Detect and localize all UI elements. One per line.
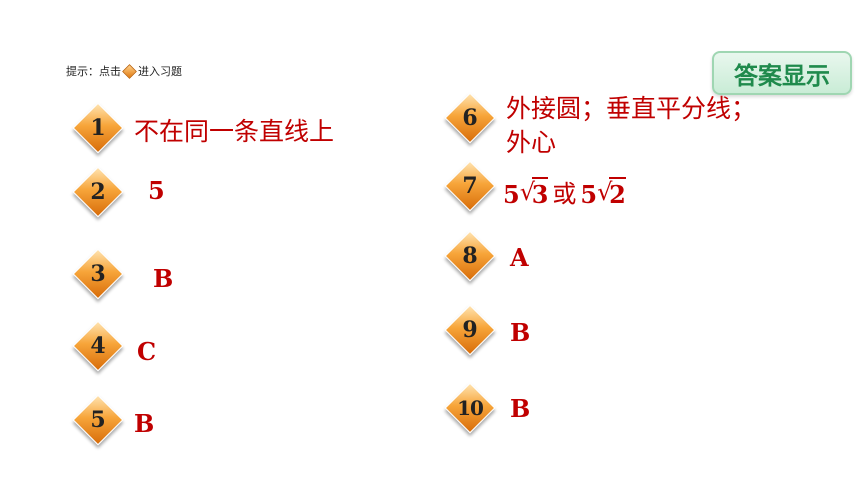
answer-8: A bbox=[510, 243, 529, 272]
question-number: 2 bbox=[90, 179, 106, 205]
question-number: 7 bbox=[462, 173, 478, 199]
question-number: 9 bbox=[462, 317, 478, 343]
answer-1: 不在同一条直线上 bbox=[134, 117, 335, 146]
question-1-button[interactable]: 1 bbox=[72, 102, 124, 154]
answer-7-radicand-2: 2 bbox=[609, 177, 626, 209]
answer-10: B bbox=[510, 394, 531, 423]
hint-suffix: 进入习题 bbox=[138, 65, 182, 78]
question-5-button[interactable]: 5 bbox=[72, 394, 124, 446]
question-number: 6 bbox=[462, 105, 478, 131]
sqrt-symbol: √3 bbox=[519, 177, 549, 209]
question-6-button[interactable]: 6 bbox=[444, 92, 496, 144]
question-number: 3 bbox=[90, 261, 106, 287]
diamond-icon bbox=[122, 63, 137, 79]
answer-3: B bbox=[153, 264, 174, 293]
question-number: 1 bbox=[90, 115, 106, 141]
answer-7-or: 或 bbox=[552, 180, 577, 208]
question-2-button[interactable]: 2 bbox=[72, 166, 124, 218]
answer-4: C bbox=[137, 337, 157, 366]
question-number: 8 bbox=[462, 243, 478, 269]
hint-label: 提示：点击 bbox=[66, 65, 121, 78]
question-3-button[interactable]: 3 bbox=[72, 248, 124, 300]
answer-7-coef-2: 5 bbox=[580, 180, 598, 209]
answer-9: B bbox=[510, 318, 531, 347]
answer-7: 5 √3 或 5 √2 bbox=[503, 174, 626, 209]
answer-2: 5 bbox=[148, 176, 165, 205]
answer-6-line-1: 外接圆；垂直平分线； bbox=[506, 94, 757, 123]
question-4-button[interactable]: 4 bbox=[72, 320, 124, 372]
show-answers-button[interactable]: 答案显示 bbox=[712, 51, 852, 95]
question-7-button[interactable]: 7 bbox=[444, 160, 496, 212]
question-8-button[interactable]: 8 bbox=[444, 230, 496, 282]
question-number: 5 bbox=[90, 407, 106, 433]
answer-6-line-2: 外心 bbox=[506, 128, 557, 157]
question-number: 4 bbox=[90, 333, 106, 359]
sqrt-symbol: √2 bbox=[597, 177, 626, 209]
question-9-button[interactable]: 9 bbox=[444, 304, 496, 356]
answer-7-radicand-1: 3 bbox=[531, 177, 549, 209]
hint-text: 提示：点击 进入习题 bbox=[66, 63, 182, 79]
question-number: 10 bbox=[457, 396, 484, 420]
answer-7-coef-1: 5 bbox=[503, 180, 520, 209]
answer-5: B bbox=[134, 409, 155, 438]
question-10-button[interactable]: 10 bbox=[444, 382, 496, 434]
